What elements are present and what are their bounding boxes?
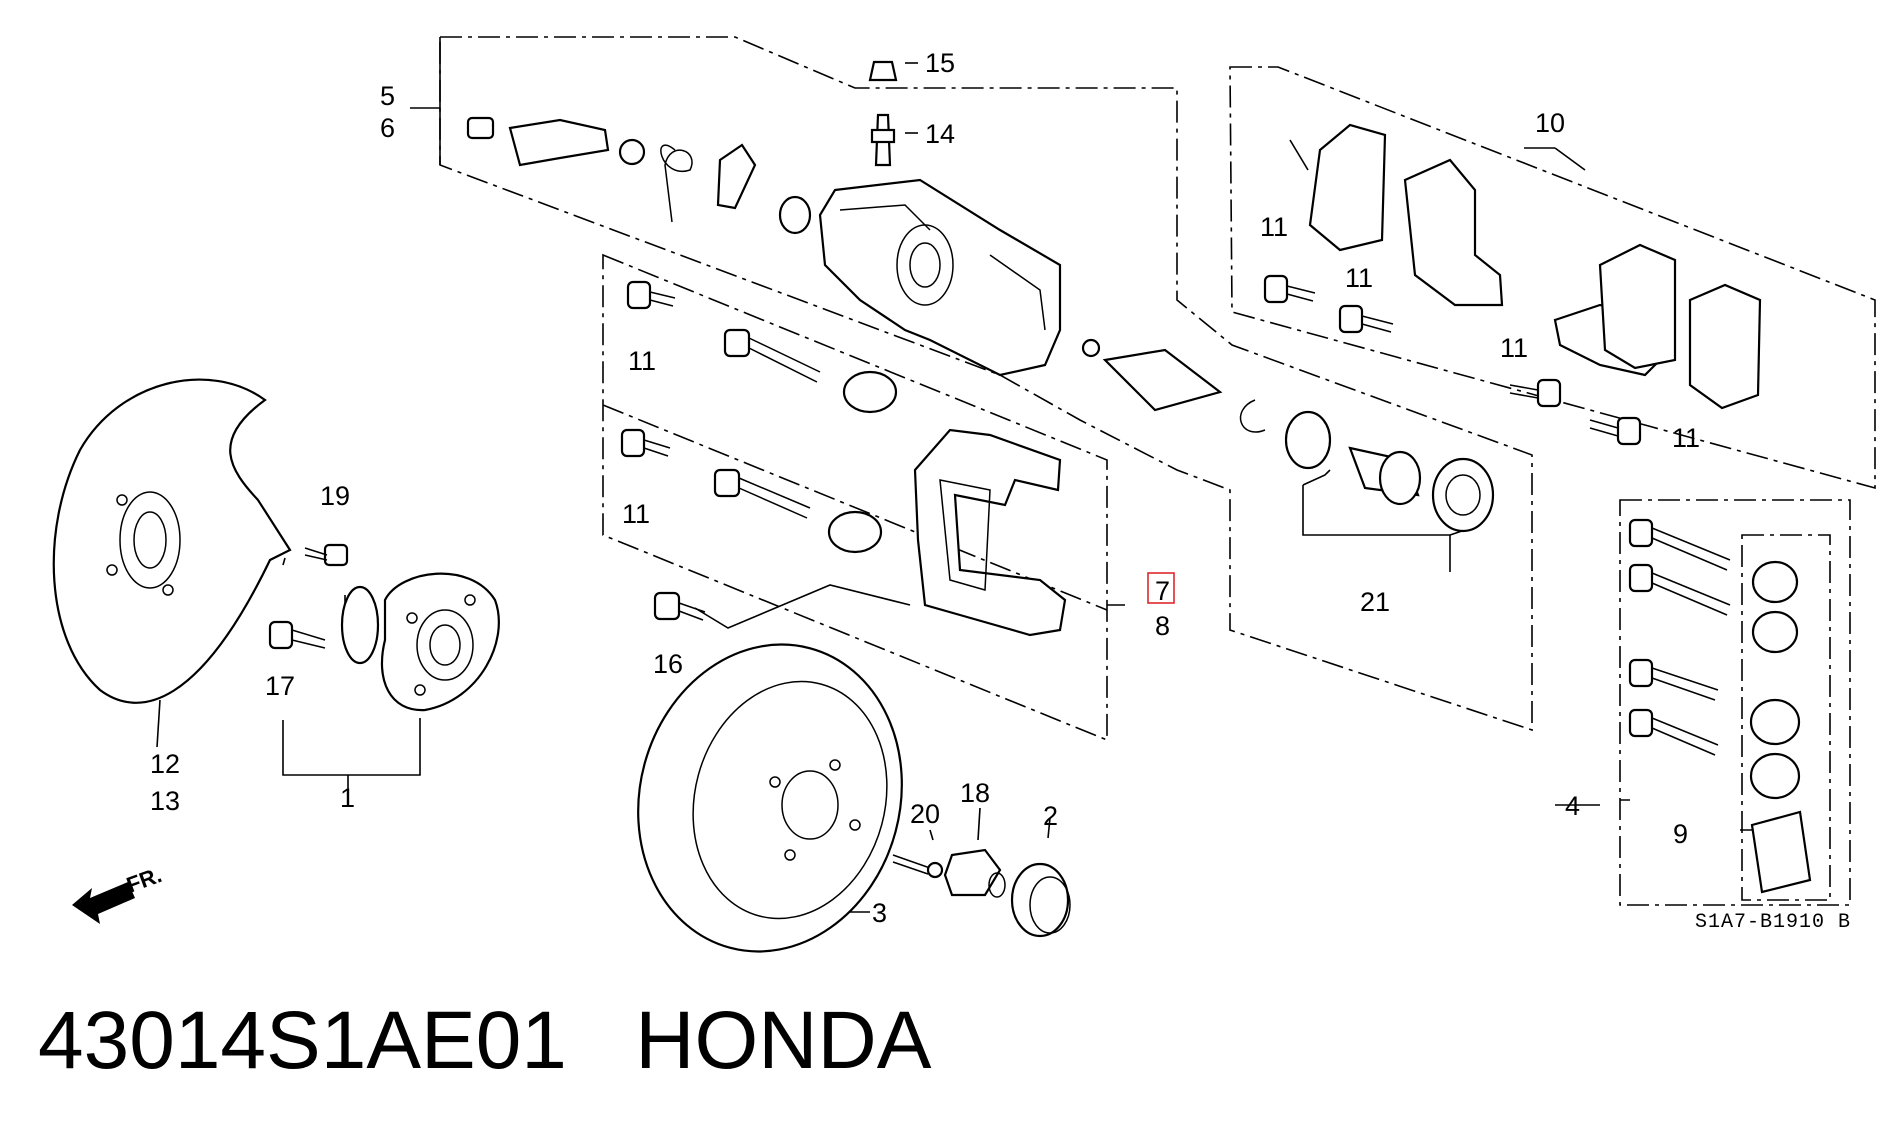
- callout-labels: 5 6 15 14 10 11 11 11 11 11 11 19 17 12 …: [150, 48, 1700, 928]
- pin-kit-box: [1619, 499, 1851, 906]
- caliper-hardware: [466, 116, 812, 235]
- callout-14: 14: [925, 119, 955, 149]
- bolt-11-e: [1509, 378, 1562, 408]
- callout-17: 17: [265, 671, 295, 701]
- bleeder-cap: [868, 60, 898, 82]
- caliper-body: [818, 178, 1062, 377]
- callout-9: 9: [1673, 819, 1688, 849]
- callout-7: 7: [1155, 576, 1170, 606]
- callout-11-pad-left: 11: [1260, 212, 1288, 242]
- highlight-box-7: [1147, 572, 1175, 604]
- direction-label: FR.: [123, 862, 165, 898]
- callout-2: 2: [1043, 801, 1058, 831]
- pad-set-box: [1229, 66, 1876, 490]
- callout-5: 5: [380, 81, 395, 111]
- backing-plate: [52, 378, 292, 704]
- bracket-kit-box: [602, 253, 1108, 742]
- callout-16: 16: [653, 649, 683, 679]
- brake-pads: [1308, 123, 1762, 410]
- callout-10: 10: [1535, 108, 1565, 138]
- callout-11-pad-right-bottom: 11: [1672, 423, 1700, 453]
- nut-18: [943, 848, 1006, 898]
- part-title: 43014S1AE01 HONDA: [38, 1000, 931, 1082]
- slide-pins: [713, 328, 898, 554]
- hub-bearing: [340, 572, 500, 712]
- bolt-16: [653, 591, 706, 621]
- callout-13: 13: [150, 786, 180, 816]
- caliper-bracket: [913, 428, 1067, 637]
- callout-19: 19: [320, 481, 350, 511]
- bolt-11-c: [1263, 274, 1316, 304]
- diagram-code: S1A7-B1910 B: [1695, 911, 1851, 934]
- callout-12: 12: [150, 749, 180, 779]
- front-arrow-icon: [72, 882, 135, 924]
- bleeder-screw: [870, 113, 896, 167]
- callout-11-bracket-bottom: 11: [622, 499, 650, 529]
- bolt-19: [304, 543, 349, 567]
- caliper-assembly-box: [439, 36, 1533, 732]
- callout-20: 20: [910, 799, 940, 829]
- callout-11-bracket-top: 11: [628, 346, 656, 376]
- screw-20: [892, 854, 944, 879]
- callout-21: 21: [1360, 587, 1390, 617]
- bolt-11-a: [626, 280, 676, 310]
- callout-8: 8: [1155, 611, 1170, 641]
- brake-rotor: [637, 643, 903, 953]
- callout-15: 15: [925, 48, 955, 78]
- bolt-11-d: [1338, 304, 1394, 334]
- callout-11-pad-mid: 11: [1345, 263, 1373, 293]
- bolt-11-f: [1589, 416, 1642, 446]
- callout-1: 1: [340, 783, 355, 813]
- callout-4: 4: [1565, 791, 1580, 821]
- callout-3: 3: [872, 898, 887, 928]
- piston-parts: [1081, 338, 1495, 533]
- part-number: 43014S1AE01: [38, 995, 567, 1086]
- pin-kit: [1628, 518, 1812, 894]
- callout-6: 6: [380, 113, 395, 143]
- brand-name: HONDA: [635, 995, 932, 1086]
- bolt-17: [268, 620, 326, 650]
- bolt-11-b: [620, 428, 671, 458]
- callout-18: 18: [960, 778, 990, 808]
- hub-cap: [1010, 862, 1071, 938]
- callout-11-pad-right-top: 11: [1500, 333, 1528, 363]
